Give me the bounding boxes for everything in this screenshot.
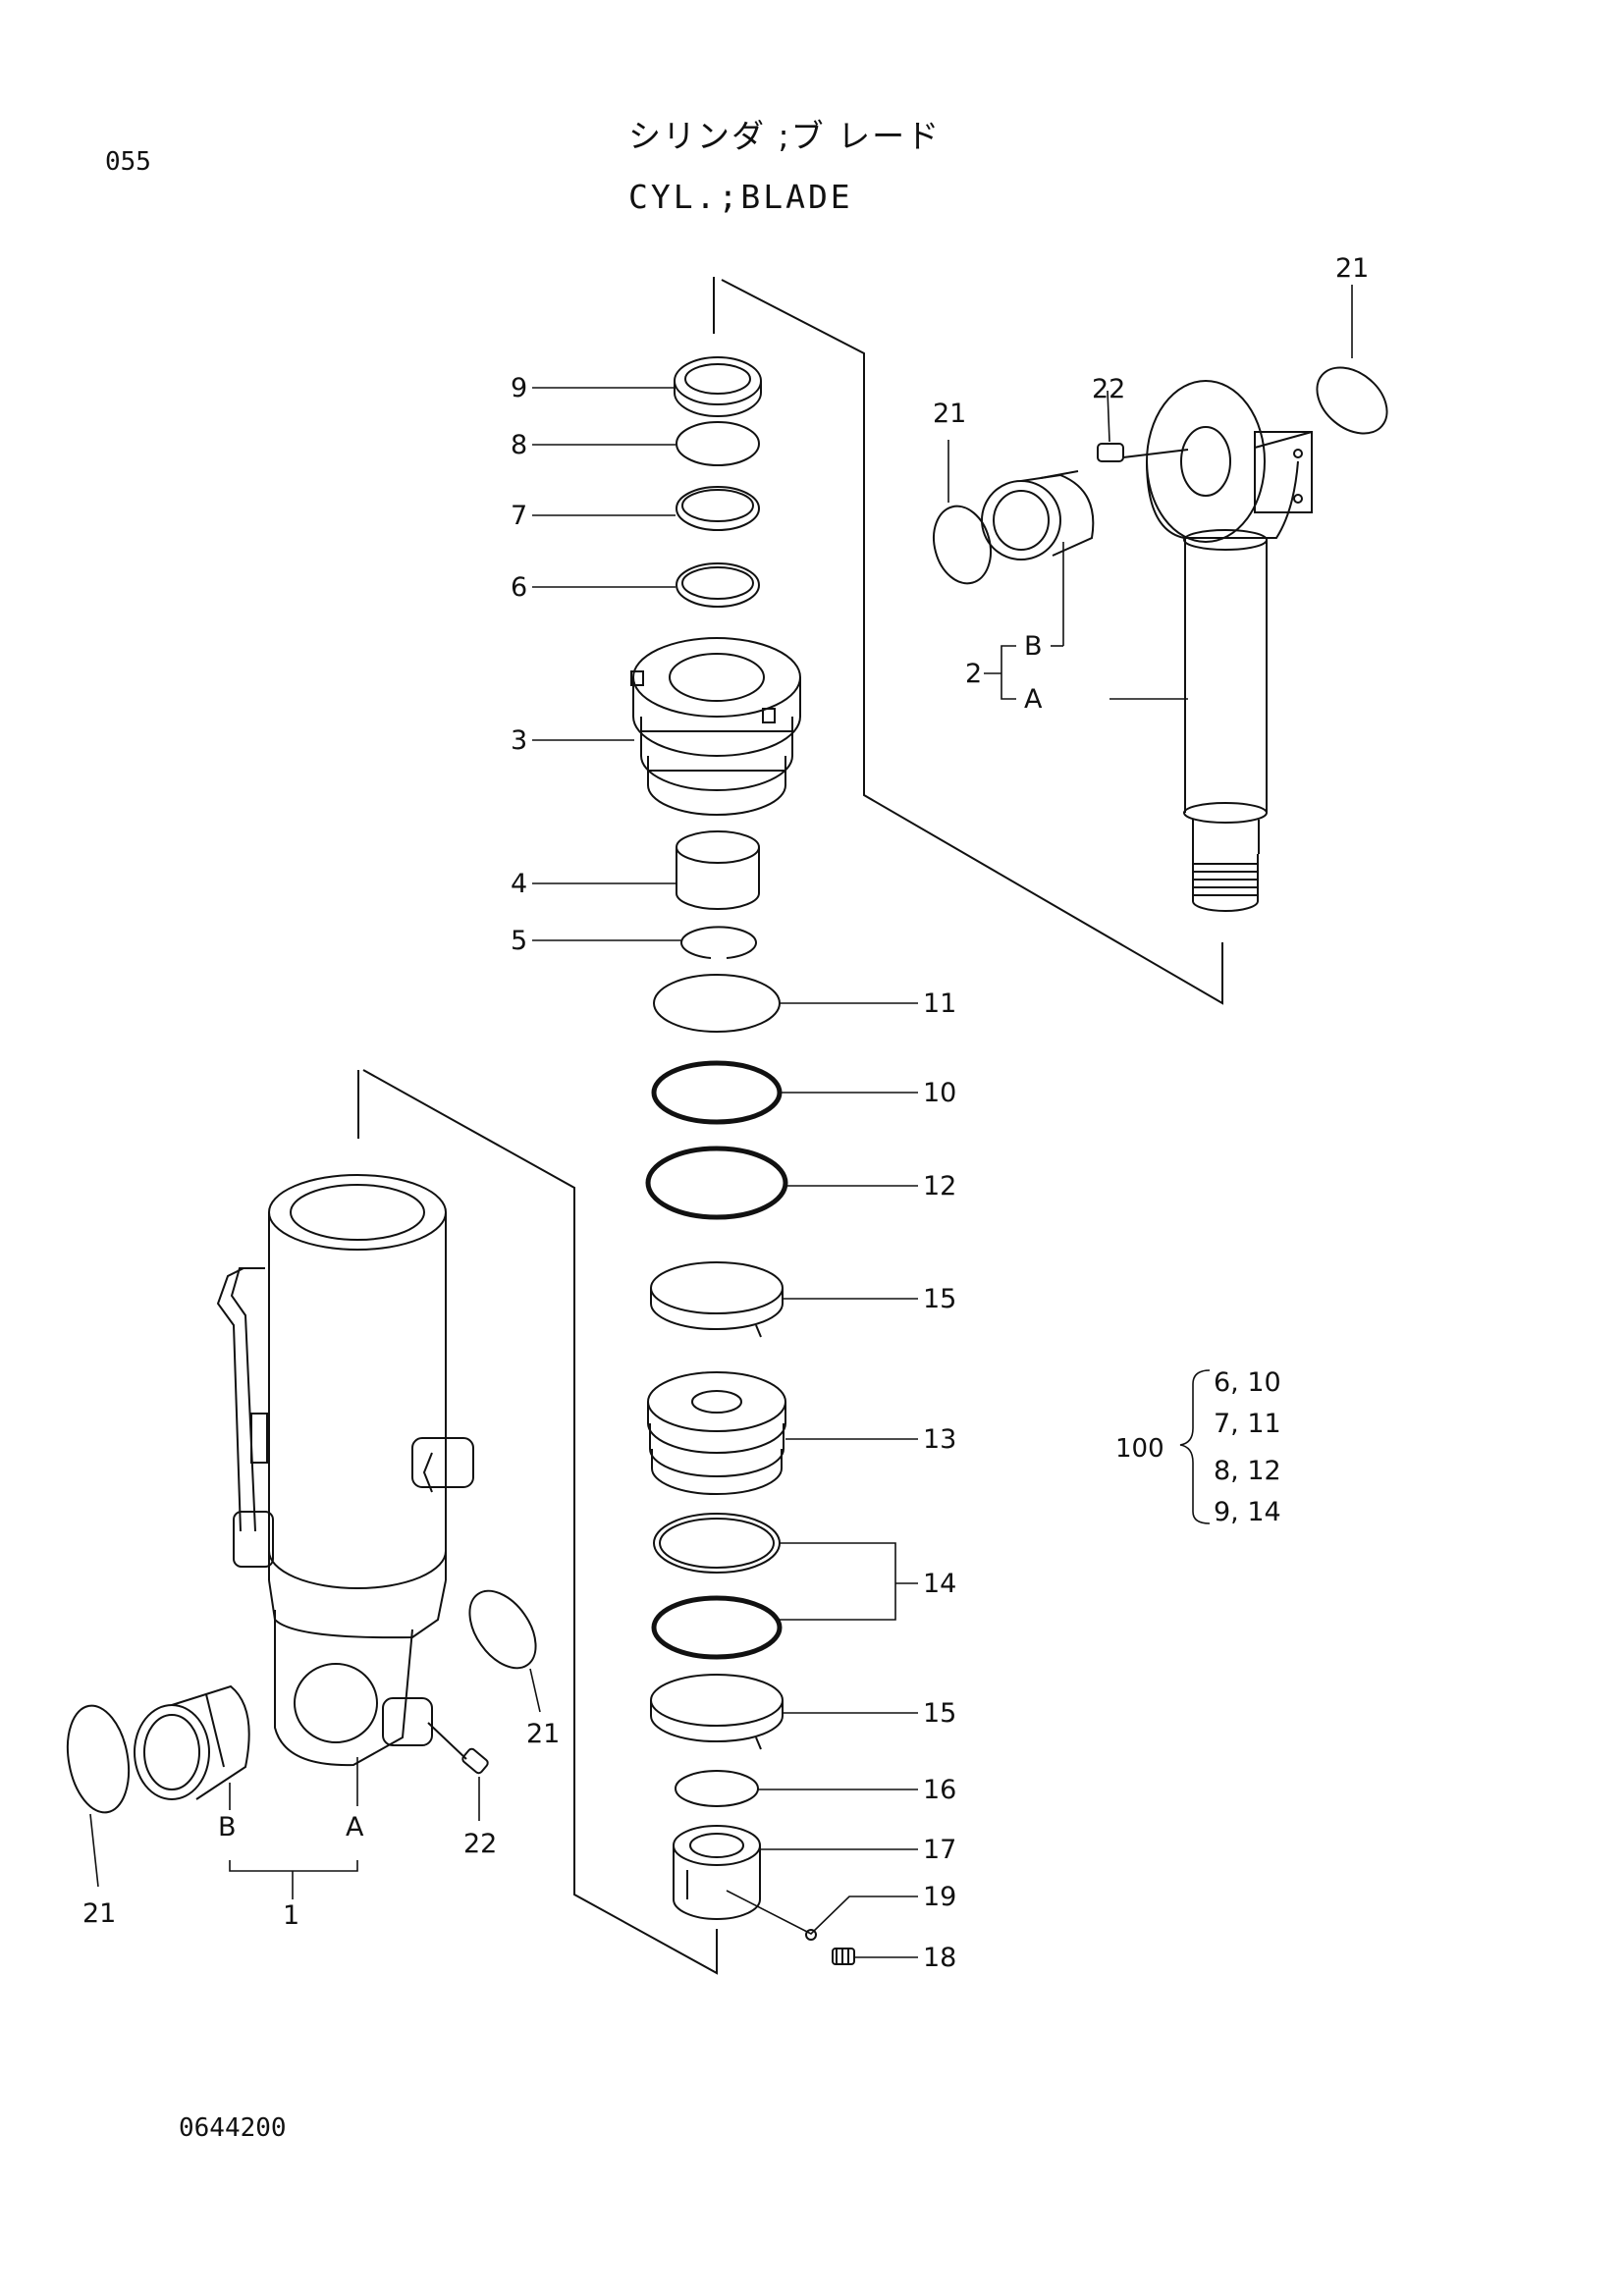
drawing-code: 0644200 — [179, 2113, 287, 2143]
callout-15-lower: 15 — [923, 1698, 956, 1729]
callout-2: 2 — [965, 659, 982, 689]
callout-12: 12 — [923, 1171, 956, 1201]
callout-21-tube-left: 21 — [82, 1898, 116, 1929]
callout-17: 17 — [923, 1835, 956, 1865]
callout-4: 4 — [511, 869, 527, 899]
callout-tube-B: B — [218, 1812, 237, 1842]
rod-grease-nipple — [1097, 443, 1189, 462]
part-1-cylinder-tube — [216, 1174, 474, 1767]
callout-8: 8 — [511, 430, 527, 460]
tube-ring-right — [468, 1589, 537, 1670]
part-6-ring — [676, 562, 760, 608]
callout-22-rod: 22 — [1092, 374, 1125, 404]
kit-item-2: 7, 11 — [1214, 1409, 1281, 1439]
part-10-o-ring — [651, 1060, 783, 1125]
callout-14: 14 — [923, 1569, 956, 1599]
tube-ring-left — [66, 1704, 131, 1814]
callout-3: 3 — [511, 725, 527, 756]
rod-ring-left — [933, 505, 992, 585]
callout-9: 9 — [511, 373, 527, 403]
callout-21-tube-right: 21 — [526, 1719, 560, 1749]
part-15-wear-ring-lower — [650, 1674, 784, 1750]
title-english: CYL.;BLADE — [628, 178, 853, 216]
callout-16: 16 — [923, 1775, 956, 1805]
kit-number: 100 — [1115, 1434, 1164, 1464]
part-11-o-ring — [653, 974, 781, 1033]
callout-21-rod-left: 21 — [933, 399, 966, 429]
title-japanese: シリンダ ;ブ レード — [628, 117, 942, 155]
part-2-piston-rod — [1146, 380, 1313, 912]
part-19-ball — [805, 1929, 817, 1941]
part-16-ring — [675, 1770, 759, 1807]
tube-grease-nipple — [427, 1722, 489, 1775]
kit-item-4: 9, 14 — [1214, 1497, 1281, 1527]
callout-18: 18 — [923, 1943, 956, 1973]
part-5-snap-ring — [680, 926, 757, 959]
callout-10: 10 — [923, 1078, 956, 1108]
part-14-seal-pair — [651, 1513, 783, 1660]
callout-13: 13 — [923, 1424, 956, 1455]
callout-21-rod-right: 21 — [1335, 253, 1369, 284]
part-4-bushing — [676, 830, 760, 910]
rod-bushing — [981, 470, 1095, 561]
part-12-o-ring — [645, 1146, 788, 1220]
callout-5: 5 — [511, 926, 527, 956]
part-18-set-screw — [832, 1948, 855, 1965]
part-13-piston — [647, 1371, 786, 1495]
tube-bushing — [134, 1684, 250, 1800]
rod-ring-right — [1316, 366, 1388, 435]
part-17-nut — [673, 1825, 761, 1920]
callout-19: 19 — [923, 1882, 956, 1912]
part-9-dust-seal — [674, 356, 762, 417]
leader-lines — [89, 285, 1353, 1958]
page-number: 055 — [105, 147, 151, 177]
kit-item-3: 8, 12 — [1214, 1456, 1281, 1486]
callout-rod-B: B — [1024, 631, 1043, 662]
callout-15-upper: 15 — [923, 1284, 956, 1314]
callout-tube-A: A — [346, 1812, 364, 1842]
callout-rod-A: A — [1024, 684, 1043, 715]
tube-assembly-guide-lines — [357, 1069, 718, 1975]
callout-11: 11 — [923, 988, 956, 1019]
callout-22-tube: 22 — [463, 1829, 497, 1859]
part-3-rod-cover — [630, 637, 801, 816]
part-7-seal — [676, 486, 760, 531]
part-8-ring — [676, 421, 760, 466]
kit-item-1: 6, 10 — [1214, 1367, 1281, 1398]
callout-7: 7 — [511, 501, 527, 531]
part-15-wear-ring-upper — [650, 1261, 784, 1338]
callout-1: 1 — [283, 1900, 299, 1931]
callout-labels: 9 8 7 6 3 4 5 11 10 12 15 13 14 15 16 17… — [82, 253, 1369, 1973]
rod-assembly-guide-lines — [713, 277, 1223, 1005]
callout-6: 6 — [511, 572, 527, 603]
